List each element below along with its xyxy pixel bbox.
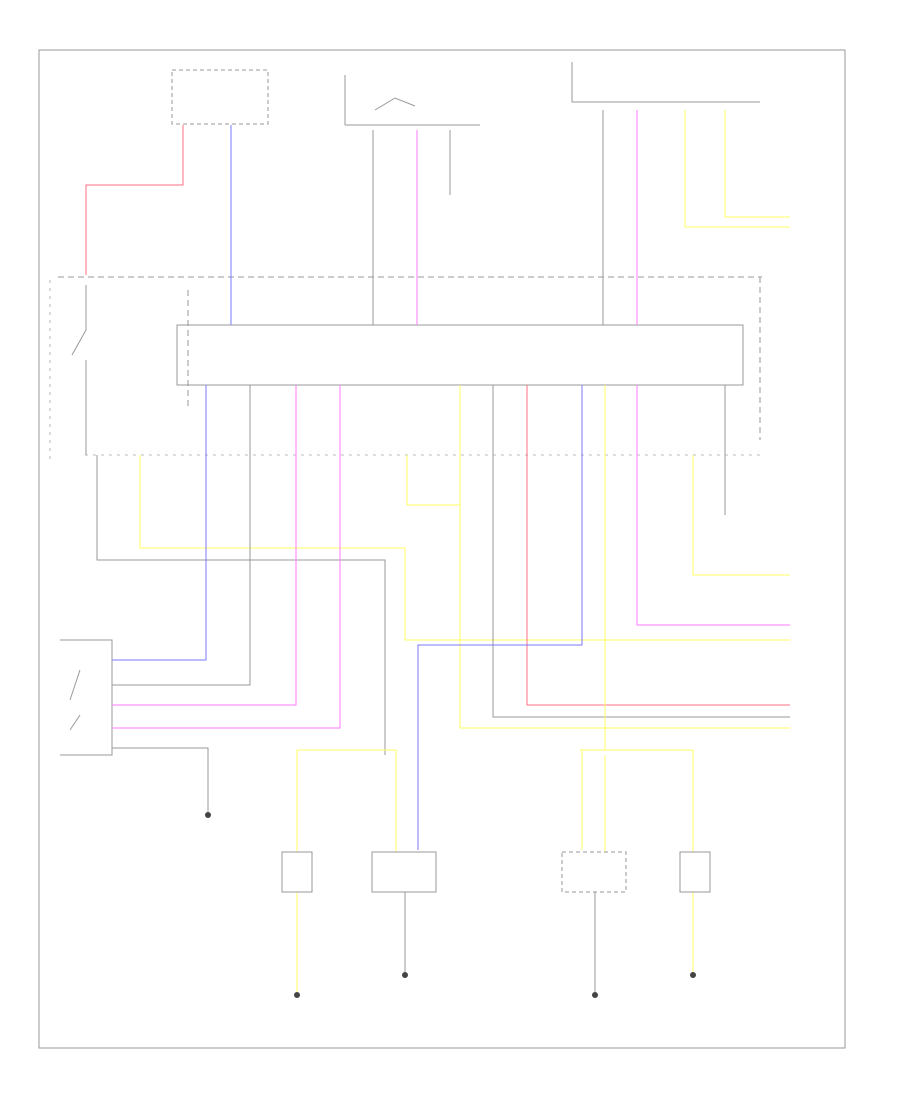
fuse-block (171, 69, 269, 125)
wire-gray-left-gnd (112, 747, 209, 815)
wire-gray-e (112, 385, 251, 686)
lamp-4 (679, 851, 711, 893)
wire-blue-m (417, 385, 583, 850)
top-switch-contact (374, 97, 416, 111)
wire-gray-d (96, 455, 386, 755)
wire-yellow-tr1 (684, 110, 790, 228)
wire-yellow-l (139, 455, 790, 641)
wire-pink-l1 (112, 385, 297, 706)
wire-red-top (85, 125, 184, 275)
lower-left-switch-contact (69, 669, 81, 731)
wire-red-m (526, 385, 790, 706)
left-switch (71, 285, 87, 455)
control-module (176, 324, 744, 386)
wire-pink-r (636, 385, 790, 626)
lamp-2 (371, 851, 437, 893)
ground-symbol-left (205, 812, 211, 818)
wire-pink-l2 (112, 385, 341, 729)
wire-yellow-m (406, 455, 460, 506)
lamp-3 (561, 851, 627, 893)
wire-yellow-r (581, 385, 606, 850)
lamp-1 (281, 851, 313, 893)
ground-symbol-2 (402, 972, 408, 978)
ground-symbols (205, 812, 696, 998)
wire-yellow-tr2 (724, 110, 790, 218)
ground-symbol-1 (294, 992, 300, 998)
wire-yellow-r2 (692, 455, 790, 576)
top-switch (344, 75, 480, 126)
wires (85, 110, 790, 995)
lower-left-switch-box (60, 639, 113, 756)
wire-yellow-m2 (459, 385, 790, 729)
top-right-box (571, 62, 760, 103)
ground-symbol-4 (690, 972, 696, 978)
wire-blue-l (112, 385, 207, 661)
diagram-frame (38, 49, 846, 1049)
ground-symbol-3 (592, 992, 598, 998)
wire-gray-f (492, 385, 790, 718)
